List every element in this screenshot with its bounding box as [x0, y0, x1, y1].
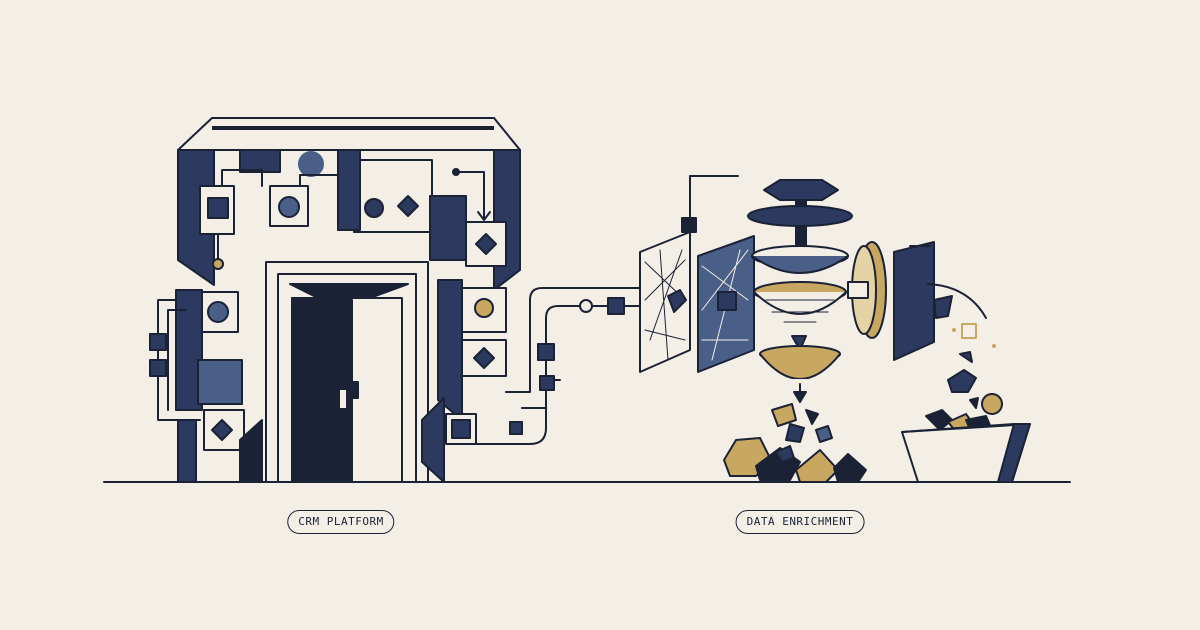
circle-node-icon — [278, 196, 300, 218]
filter-icon — [639, 231, 755, 373]
square-node-icon — [207, 197, 229, 219]
diamond-node-icon — [397, 195, 419, 217]
funnel-icon — [759, 345, 841, 403]
door-icon — [289, 283, 409, 483]
bin-icon — [901, 409, 1031, 483]
data-enrichment-machine — [639, 179, 1031, 483]
data-enrichment-label: DATA ENRICHMENT — [735, 510, 865, 534]
sieve-icon — [747, 179, 853, 351]
pipe-icon — [475, 175, 739, 445]
diamond-node-icon — [211, 419, 233, 441]
diamond-node-icon — [475, 233, 497, 255]
circle-node-icon — [364, 198, 384, 218]
crm-platform-label: CRM PLATFORM — [287, 510, 395, 534]
enriched-output-pile — [723, 403, 867, 483]
crm-platform-building — [149, 117, 523, 483]
